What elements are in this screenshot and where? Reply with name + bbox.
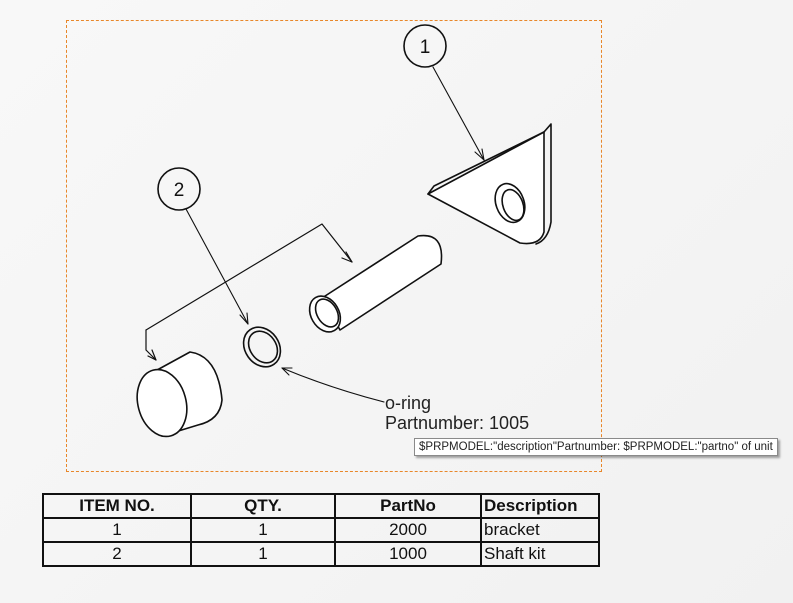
drawing-view-border[interactable] bbox=[66, 20, 602, 472]
bom-header-qty[interactable]: QTY. bbox=[190, 493, 336, 519]
balloon-leaders bbox=[185, 66, 485, 403]
balloon-1-number: 1 bbox=[420, 37, 431, 58]
bill-of-materials-table[interactable]: ITEM NO. QTY. PartNo Description 1 1 200… bbox=[42, 493, 600, 567]
bracket-part[interactable] bbox=[427, 123, 552, 245]
balloon-2-number: 2 bbox=[174, 180, 185, 201]
table-row: 2 1 1000 Shaft kit bbox=[42, 541, 600, 567]
bom-cell[interactable]: 1 bbox=[42, 517, 192, 543]
bom-header-partno[interactable]: PartNo bbox=[334, 493, 482, 519]
shaft-part[interactable] bbox=[303, 234, 443, 338]
bom-cell[interactable]: Shaft kit bbox=[480, 541, 600, 567]
note-line-2[interactable]: Partnumber: 1005 bbox=[385, 413, 530, 433]
balloon-2-circle[interactable] bbox=[157, 167, 201, 211]
bom-cell[interactable]: 2000 bbox=[334, 517, 482, 543]
balloon-1-circle[interactable] bbox=[403, 24, 447, 68]
bom-header-item-no[interactable]: ITEM NO. bbox=[42, 493, 192, 519]
table-row: 1 1 2000 bracket bbox=[42, 517, 600, 543]
cap-part[interactable] bbox=[130, 351, 223, 442]
bom-header-row: ITEM NO. QTY. PartNo Description bbox=[42, 493, 600, 519]
bom-cell[interactable]: 2 bbox=[42, 541, 192, 567]
bom-cell[interactable]: 1000 bbox=[334, 541, 482, 567]
bom-cell[interactable]: 1 bbox=[190, 517, 336, 543]
note-line-1[interactable]: o-ring bbox=[385, 393, 432, 413]
property-tooltip: $PRPMODEL:"description"Partnumber: $PRPM… bbox=[414, 438, 778, 456]
bom-cell[interactable]: bracket bbox=[480, 517, 600, 543]
bom-header-description[interactable]: Description bbox=[480, 493, 600, 519]
o-ring-part[interactable] bbox=[236, 320, 288, 374]
bom-cell[interactable]: 1 bbox=[190, 541, 336, 567]
explode-path-lines bbox=[145, 223, 353, 361]
